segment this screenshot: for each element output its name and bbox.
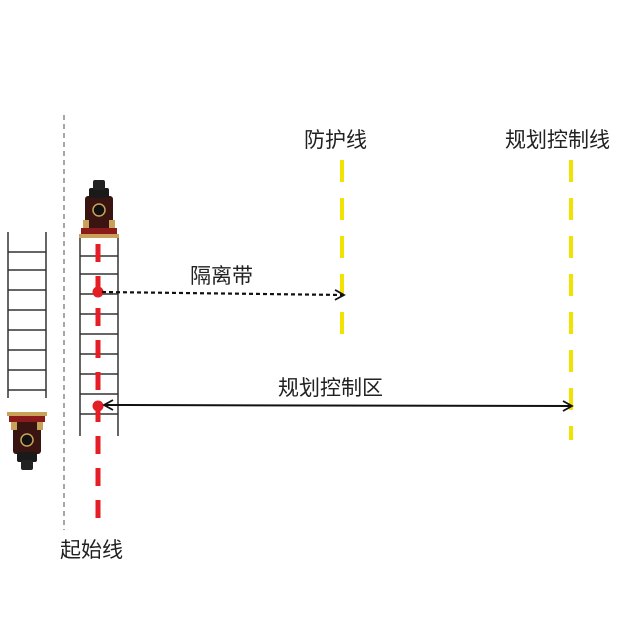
planning-control-zone-arrow [102, 399, 574, 412]
start-point-lower [92, 400, 104, 412]
protection-line-label: 防护线 [304, 128, 367, 152]
left-track [7, 232, 47, 398]
train-icon [6, 411, 48, 471]
isolation-belt-label: 隔离带 [190, 264, 253, 288]
train-icon [78, 179, 120, 239]
planning-control-zone-label: 规划控制区 [278, 376, 383, 400]
planning-control-line-label: 规划控制线 [505, 128, 610, 152]
start-point-upper [92, 286, 104, 298]
isolation-belt-arrow [101, 289, 346, 301]
start-line-label: 起始线 [60, 538, 123, 562]
